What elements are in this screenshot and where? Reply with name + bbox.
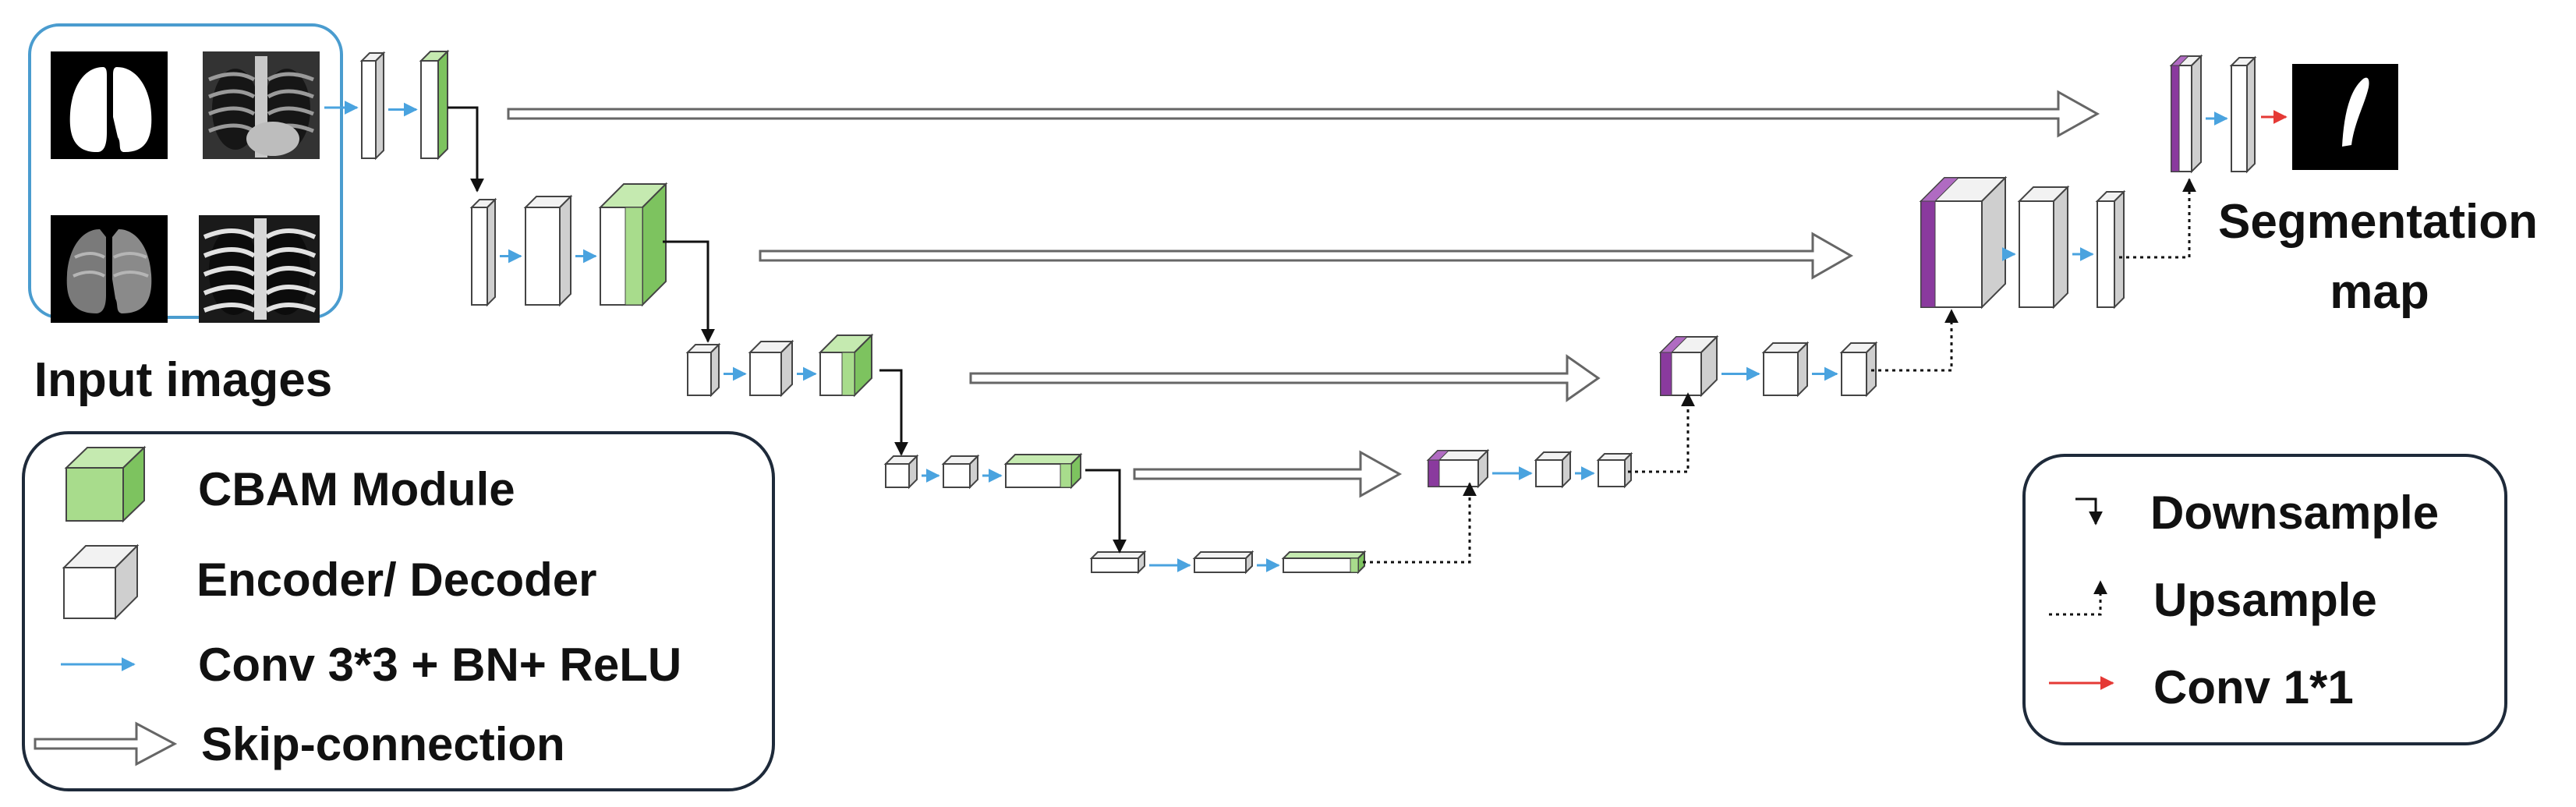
input-thumbnail-lung-mask bbox=[51, 51, 168, 159]
decoder-block bbox=[2169, 54, 2203, 174]
segmentation-map-label: map bbox=[2330, 265, 2429, 319]
upsample-arrow bbox=[1628, 392, 1695, 473]
input-thumbnail-chest-xray-2 bbox=[199, 215, 320, 323]
encoder-decoder-block bbox=[1192, 550, 1254, 575]
encoder-decoder-block bbox=[685, 342, 721, 398]
skip-connection-arrow bbox=[1133, 450, 1403, 498]
cbam-module-block bbox=[419, 49, 450, 161]
cbam-module-block bbox=[598, 182, 668, 307]
legend-downsample-icon bbox=[2075, 497, 2103, 526]
encoder-decoder-block bbox=[883, 454, 919, 490]
encoder-decoder-block bbox=[359, 51, 386, 161]
legend-left-panel bbox=[22, 431, 775, 791]
encoder-decoder-block bbox=[748, 339, 794, 398]
encoder-decoder-block bbox=[1596, 451, 1633, 489]
input-images-panel bbox=[28, 23, 343, 319]
legend-upsample-icon bbox=[2049, 580, 2107, 616]
encoder-decoder-block bbox=[1089, 550, 1147, 575]
cbam-module-block bbox=[1003, 452, 1083, 490]
upsample-arrow bbox=[2119, 178, 2196, 259]
cbam-module-block bbox=[1281, 550, 1367, 575]
input-thumbnail-chest-xray bbox=[203, 51, 320, 159]
legend-conv1x1-label: Conv 1*1 bbox=[2153, 661, 2354, 713]
skip-connection-arrow bbox=[507, 90, 2100, 138]
legend-skip-label: Skip-connection bbox=[201, 718, 565, 770]
downsample-arrow bbox=[879, 369, 908, 456]
decoder-block bbox=[1658, 334, 1719, 398]
encoder-decoder-block bbox=[523, 194, 573, 307]
skip-connection-arrow bbox=[759, 232, 1854, 280]
skip-connection-arrow bbox=[969, 354, 1601, 402]
legend-encoder-decoder-swatch bbox=[62, 543, 140, 621]
segmentation-output-thumbnail bbox=[2292, 64, 2398, 170]
input-thumbnail-masked-lung bbox=[51, 215, 168, 323]
upsample-arrow bbox=[1871, 309, 1959, 372]
legend-upsample-label: Upsample bbox=[2153, 574, 2377, 626]
encoder-decoder-block bbox=[1839, 341, 1878, 398]
decoder-block bbox=[1426, 448, 1490, 489]
upsample-arrow bbox=[1363, 482, 1477, 564]
legend-conv-label: Conv 3*3 + BN+ ReLU bbox=[198, 639, 681, 691]
legend-downsample-label: Downsample bbox=[2150, 487, 2439, 539]
decoder-block bbox=[1919, 175, 2008, 310]
encoder-decoder-block bbox=[2095, 189, 2126, 310]
encoder-decoder-block bbox=[941, 454, 980, 490]
cbam-module-block bbox=[818, 333, 874, 398]
encoder-decoder-block bbox=[1761, 341, 1810, 398]
segmentation-map-label: Segmentation bbox=[2218, 195, 2538, 249]
legend-cbam-label: CBAM Module bbox=[198, 463, 515, 515]
downsample-arrow bbox=[448, 106, 484, 193]
encoder-decoder-block bbox=[1534, 450, 1573, 489]
downsample-arrow bbox=[663, 240, 715, 343]
encoder-decoder-block bbox=[2017, 185, 2070, 310]
legend-cbam-swatch bbox=[64, 445, 147, 523]
encoder-decoder-block bbox=[469, 197, 497, 307]
legend-encoder-decoder-label: Encoder/ Decoder bbox=[196, 554, 597, 606]
encoder-decoder-block bbox=[2229, 55, 2257, 174]
downsample-arrow bbox=[1085, 469, 1127, 554]
legend-skip-arrow bbox=[34, 721, 178, 766]
input-images-label: Input images bbox=[34, 353, 332, 407]
legend-right-panel bbox=[2022, 454, 2507, 745]
